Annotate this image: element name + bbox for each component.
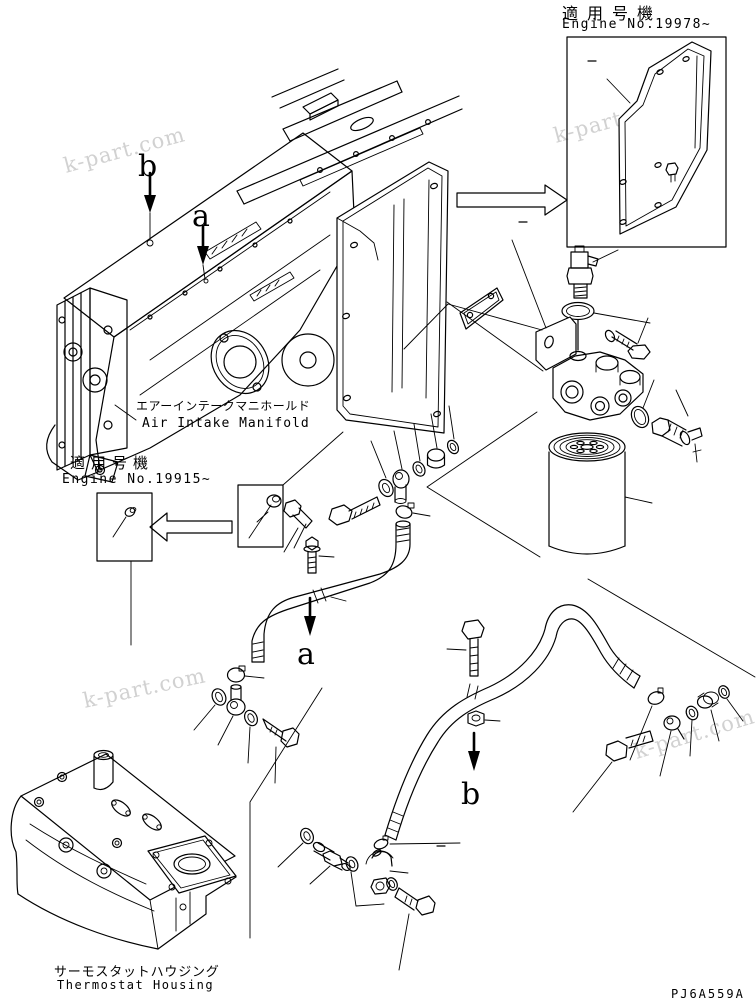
transfer-arrow-right-icon [456,184,568,216]
temperature-sensor [566,245,619,299]
leader-lines [114,221,756,939]
applicability-note-en: Engine No.19915~ [62,472,212,487]
inset-note-en: Engine No.19978~ [562,17,712,32]
air-intake-manifold-label-jp: エアーインテークマニホールド [136,399,311,413]
applicability-note-jp: 適用号機 [70,454,155,472]
pipe-b [384,604,641,847]
thermostat-housing-label-en: Thermostat Housing [57,978,215,992]
o-ring-side [630,379,655,429]
filter-head [535,316,644,421]
view-marker-a-top: a [192,199,210,234]
cover-plate [336,161,449,434]
filter-head-bolt [604,317,651,360]
flow-arrow-a-mid [304,596,316,636]
view-marker-a-bottom: a [297,637,315,672]
drain-valve [651,389,703,463]
drawing-code: PJ6A559A [671,987,745,1001]
detail-box-plug [96,492,153,646]
inset-detail-box [566,36,727,248]
view-marker-b-bottom: b [461,777,480,812]
pipe-a [251,502,431,663]
thermostat-housing-drawing [10,749,237,950]
pipe-b-fittings [446,619,665,761]
small-gasket-plate [459,287,504,330]
air-intake-manifold-label-en: Air Intake Manifold [142,416,310,431]
detail-box-washer [237,431,344,553]
transfer-arrow-left-icon [149,512,233,542]
flow-arrow-b-mid [468,731,480,771]
banjo-fitting-row [328,405,541,558]
o-ring-top [561,301,651,351]
intake-manifold-assembly [46,68,463,483]
thermostat-housing-label-jp: サーモスタットハウジング [54,965,220,980]
flow-arrow-a-top [197,224,209,284]
thermostat-fittings [277,827,461,971]
oil-filter-cartridge [548,432,653,555]
banjo-bolt-cluster [572,685,744,813]
view-marker-b-top: b [138,149,157,184]
inset-note-jp: 適用号機 [562,4,663,23]
flow-arrow-b-top [144,171,156,247]
pipe-a-fittings [193,536,335,784]
